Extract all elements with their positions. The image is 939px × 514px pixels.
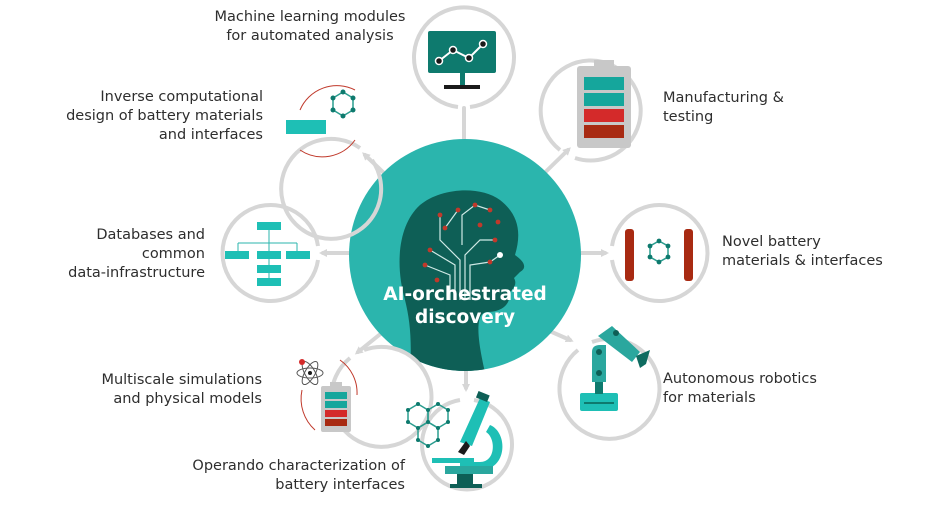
ring-robotics [557, 336, 662, 441]
electrode-molecule-icon [625, 229, 693, 281]
label-inverse: Inverse computational design of battery … [66, 89, 263, 143]
center-title: AI-orchestrated discovery [383, 284, 547, 328]
monitor-line-chart-icon [428, 31, 496, 89]
ring-ml [412, 5, 516, 109]
robot-arm-icon [580, 326, 650, 411]
ring-databases [220, 203, 320, 303]
label-multiscale: Multiscale simulations and physical mode… [101, 372, 262, 407]
label-novel: Novel battery materials & interfaces [722, 234, 883, 269]
molecule-design-icon [286, 85, 356, 158]
label-ml: Machine learning modules for automated a… [214, 9, 406, 44]
label-robotics: Autonomous robotics for materials [663, 371, 817, 406]
atom-battery-icon [296, 359, 358, 432]
microscope-icon [406, 390, 503, 488]
brain-circuit-head-icon [399, 190, 525, 371]
label-operando: Operando characterization of battery int… [192, 458, 405, 493]
battery-icon [577, 60, 631, 148]
ring-inverse [279, 136, 384, 241]
label-manufacturing: Manufacturing & testing [663, 90, 784, 125]
label-databases: Databases and common data-infrastructure [68, 227, 205, 281]
hierarchy-tree-icon [225, 222, 310, 286]
ring-novel [610, 203, 710, 303]
central-hub [349, 139, 581, 371]
